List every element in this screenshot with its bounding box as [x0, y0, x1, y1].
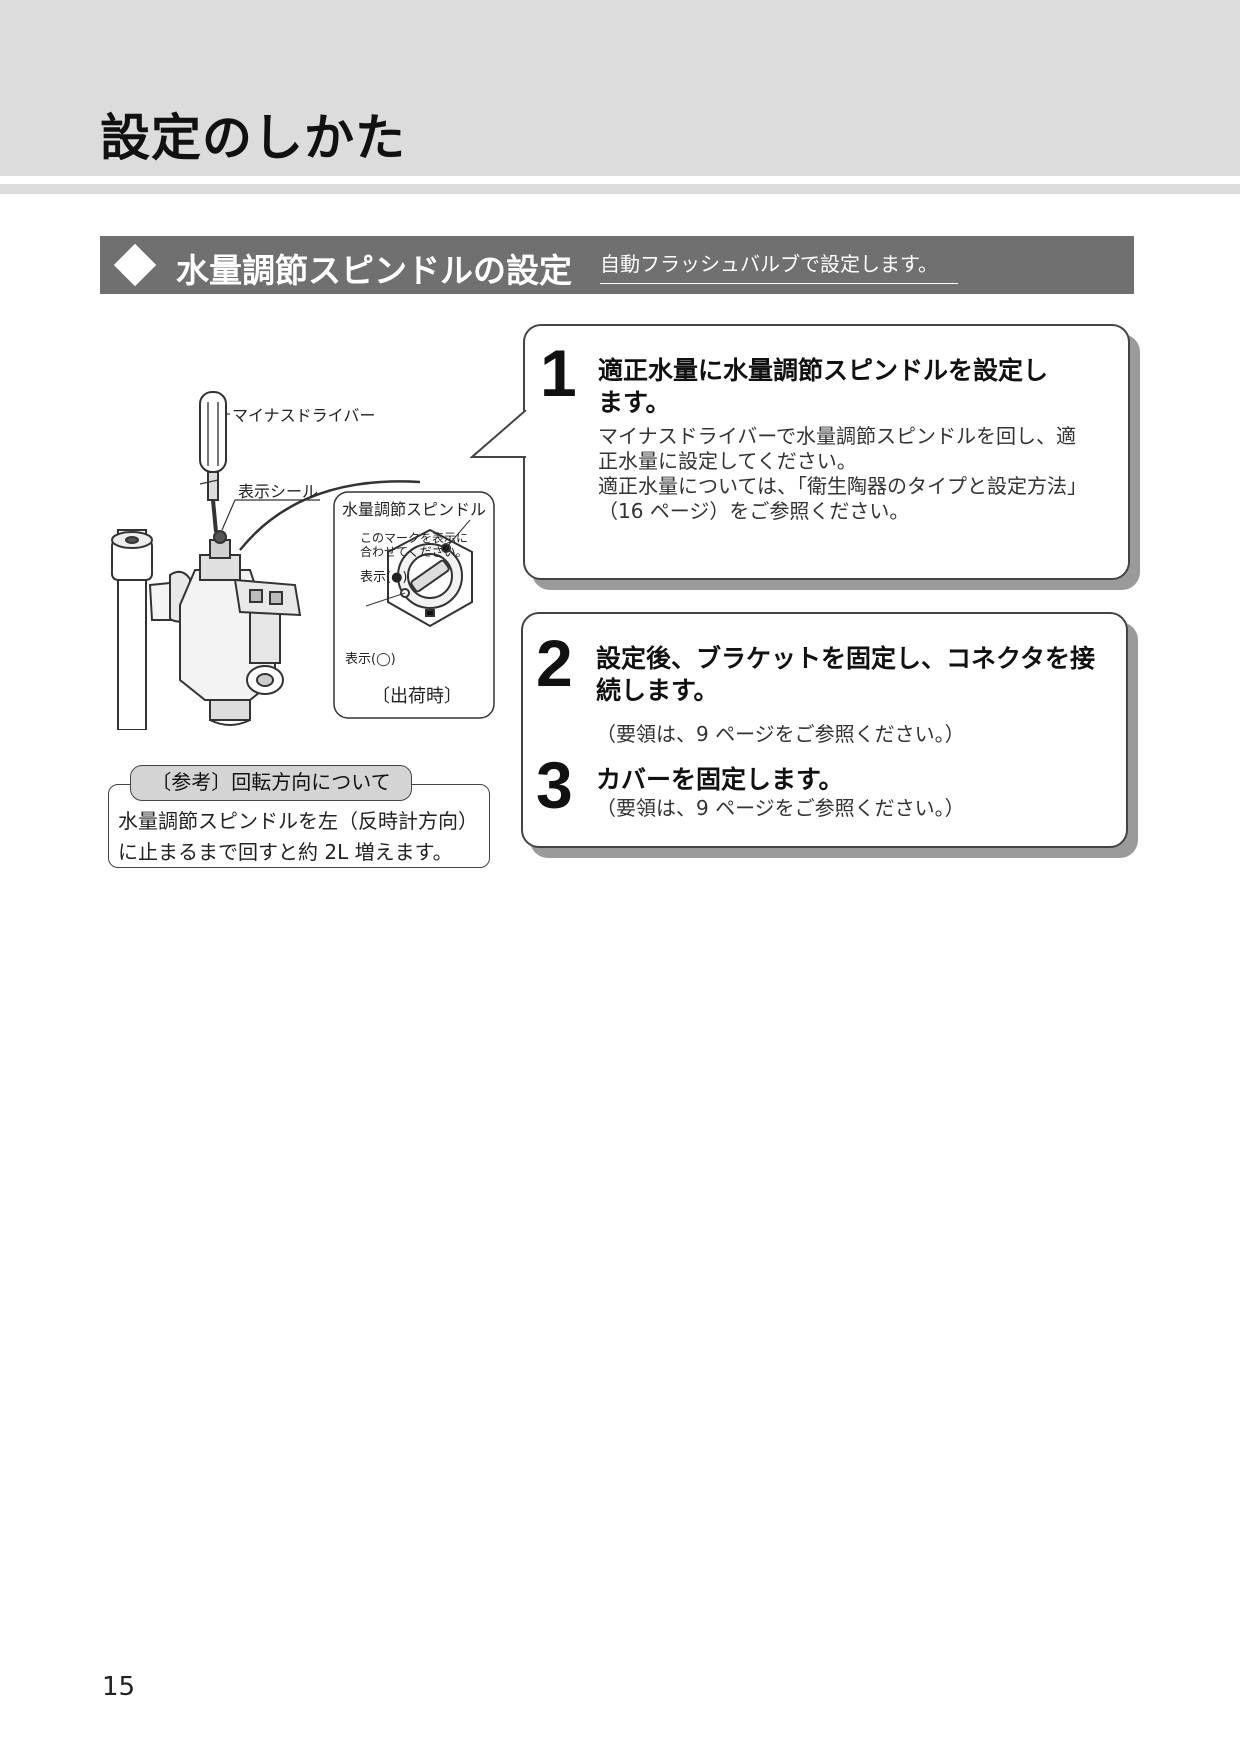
shipping-label: 〔出荷時〕 — [372, 686, 462, 707]
seal-label: 表示シール — [238, 482, 319, 501]
valve-body-drawing — [179, 530, 302, 726]
step3-body-line: （要領は、9 ページをご参照ください。） — [596, 796, 965, 820]
step2-body: （要領は、9 ページをご参照ください。） — [596, 722, 965, 747]
section-note: 自動フラッシュバルブで設定します。 — [600, 248, 958, 284]
callout-title: 水量調節スピンドル — [342, 500, 487, 519]
step1-body-line: （16 ページ）をご参照ください。 — [598, 499, 910, 523]
step2-body-line: （要領は、9 ページをご参照ください。） — [596, 722, 965, 746]
spindle-hex-drawing — [365, 519, 473, 628]
step1-body-line: マイナスドライバーで水量調節スピンドルを回し、適 — [598, 424, 1076, 448]
step23-box — [521, 612, 1128, 848]
step3-body: （要領は、9 ページをご参照ください。） — [596, 796, 965, 821]
step3-heading-line1: カバーを固定します。 — [596, 765, 844, 794]
step1-number: 1 — [540, 336, 577, 410]
reference-title: 〔参考〕回転方向について — [130, 765, 412, 801]
header-strip — [0, 184, 1240, 194]
step1-body-line: 適正水量については、「衛生陶器のタイプと設定方法」 — [598, 474, 1087, 498]
step1-heading: 適正水量に水量調節スピンドルを設定し ます。 — [598, 355, 1048, 419]
header-divider — [0, 176, 1240, 184]
step1-body-line: 正水量に設定してください。 — [598, 449, 857, 473]
reference-line1: 水量調節スピンドルを左（反時計方向） — [118, 809, 478, 833]
section-title: 水量調節スピンドルの設定 — [176, 251, 572, 290]
step3-heading: カバーを固定します。 — [596, 764, 844, 796]
open-mark-label: 表示(◯) — [345, 652, 396, 667]
screwdriver-label: マイナスドライバー — [232, 406, 376, 425]
step2-heading-line1: 設定後、ブラケットを固定し、コネクタを接 — [596, 644, 1096, 673]
step1-heading-line1: 適正水量に水量調節スピンドルを設定し — [598, 356, 1049, 385]
reference-text: 水量調節スピンドルを左（反時計方向） に止まるまで回すと約 2L 増えます。 — [118, 806, 488, 868]
pipe-drawing — [111, 529, 207, 730]
step3-number: 3 — [536, 748, 573, 822]
step1-box — [523, 324, 1130, 580]
step2-heading: 設定後、ブラケットを固定し、コネクタを接 続します。 — [596, 643, 1095, 707]
step2-heading-line2: 続します。 — [596, 676, 719, 705]
section-bar — [100, 236, 1134, 294]
mark-note-line1: このマークを表示に — [360, 531, 469, 545]
mark-note: このマークを表示に 合わせてください。 — [360, 531, 468, 559]
reference-line2: に止まるまで回すと約 2L 増えます。 — [118, 840, 453, 864]
step1-heading-line2: ます。 — [598, 388, 671, 417]
page-title: 設定のしかた — [100, 109, 406, 167]
step1-body: マイナスドライバーで水量調節スピンドルを回し、適 正水量に設定してください。 適… — [598, 424, 1087, 524]
header-band — [0, 0, 1240, 176]
mark-note-line2: 合わせてください。 — [360, 545, 468, 559]
step2-number: 2 — [536, 626, 573, 700]
bubble-tail — [470, 410, 527, 458]
filled-mark-label: 表示(●) — [360, 570, 408, 585]
valve-illustration — [111, 391, 495, 730]
screwdriver-drawing — [199, 391, 227, 533]
page-number: 15 — [102, 1672, 136, 1702]
